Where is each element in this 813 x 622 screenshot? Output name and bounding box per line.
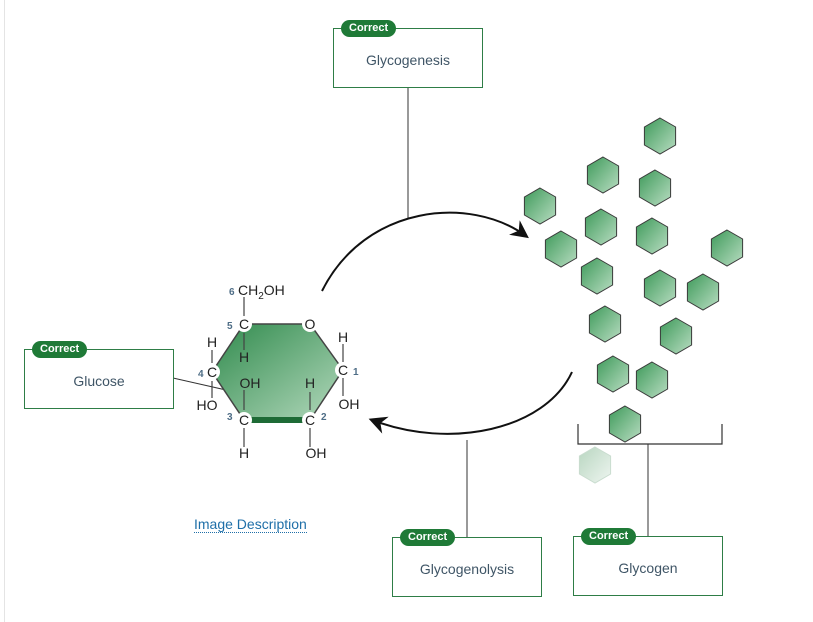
glucose-label-box[interactable]: Correct Glucose [24,341,174,409]
glycogen-chain [523,117,744,484]
c1-carbon: C [338,362,348,378]
c4-carbon: C [207,364,217,380]
carbon-number-3: 3 [227,412,233,423]
glycogenolysis-label: Glycogenolysis [419,561,515,577]
glycogen-bracket [577,424,723,445]
c2-hydrogen: H [305,375,315,391]
glycogen-glucose-unit [523,187,557,225]
glycogen-glucose-unit [596,355,630,393]
c2-hydroxyl: OH [306,445,327,461]
c4-hydrogen: H [207,334,217,350]
glycogen-glucose-unit [584,208,618,246]
glycogen-glucose-unit [686,273,720,311]
c5-carbon: C [239,316,249,332]
glucose-label: Glucose [73,373,125,389]
glycogen-glucose-unit [643,117,677,155]
glycogen-faded-glucose-unit [578,446,612,484]
glycogen-glucose-unit [544,230,578,268]
glycogen-glucose-unit [635,361,669,399]
c3-hydroxyl: OH [240,375,261,391]
glycogen-glucose-unit [635,217,669,255]
carbon-number-6: 6 [229,287,235,298]
glycogen-label-box[interactable]: Correct Glycogen [573,528,723,596]
glycogenesis-label-box[interactable]: Correct Glycogenesis [333,20,483,88]
glycogen-glucose-unit [638,169,672,207]
glycogenolysis-arrow [368,371,573,435]
correct-badge: Correct [400,529,456,546]
correct-badge: Correct [32,341,88,358]
correct-badge: Correct [341,20,397,37]
glycogen-glucose-unit [710,229,744,267]
carbon-number-1: 1 [353,367,359,378]
carbon-number-5: 5 [227,321,233,332]
glycogen-glucose-unit [588,305,622,343]
glycogenesis-label: Glycogenesis [365,52,451,68]
c4-hydroxyl: HO [197,397,218,413]
glycogenolysis-label-box[interactable]: Correct Glycogenolysis [392,529,542,597]
glucose-molecule: C O C C C C CH2OH H H HO OH H H OH H OH … [197,282,360,461]
glycogen-label: Glycogen [618,560,678,576]
glycogen-glucose-unit [608,405,642,443]
c1-hydrogen: H [338,329,348,345]
ring-oxygen: O [305,316,316,332]
page-left-border [4,0,5,622]
c3-hydrogen: H [239,445,249,461]
glycogen-glucose-unit [659,317,693,355]
glucose-ring [211,323,344,421]
glycogen-glucose-unit [586,156,620,194]
c5-hydrogen: H [239,349,249,365]
c2-carbon: C [305,412,315,428]
glycogen-glucose-unit [643,269,677,307]
glycogen-glucose-unit [580,257,614,295]
carbon-number-2: 2 [321,412,327,423]
ch2oh-group: CH2OH [238,282,285,302]
correct-badge: Correct [581,528,637,545]
c1-hydroxyl: OH [339,396,360,412]
image-description-link[interactable]: Image Description [194,516,307,533]
c3-carbon: C [239,412,249,428]
glycogenesis-arrow [321,211,529,292]
carbon-number-4: 4 [198,369,204,380]
